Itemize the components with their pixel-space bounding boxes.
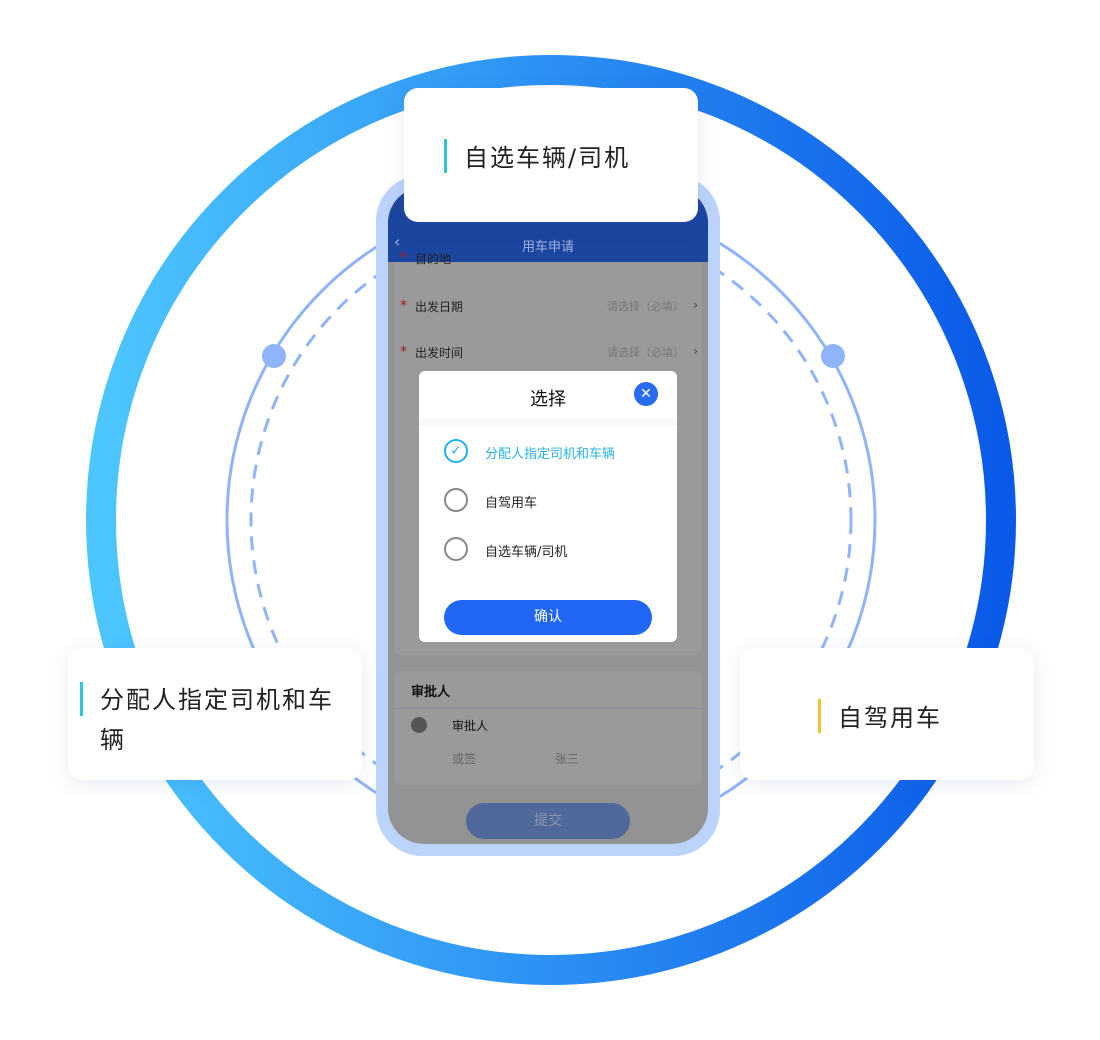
field-label: 出发日期 — [415, 300, 464, 314]
field-time[interactable]: *出发时间请选择（必填）› — [400, 344, 698, 360]
ring-dot — [262, 344, 286, 368]
app-title: 用车申请 — [521, 240, 574, 255]
check-circle-icon: ✓ — [444, 439, 468, 463]
approver-section-title: 审批人 — [411, 685, 451, 700]
card-label: 自驾用车 — [838, 704, 942, 732]
option-label: 自驾用车 — [485, 496, 538, 511]
approval-mode: 或签 — [452, 752, 477, 766]
modal-title: 选择 — [530, 389, 566, 410]
accent-bar — [444, 139, 447, 173]
option-label: 分配人指定司机和车辆 — [485, 447, 616, 462]
outer-ring — [86, 55, 1016, 985]
option-label: 自选车辆/司机 — [485, 545, 568, 560]
ring-dot — [821, 344, 845, 368]
divider — [419, 418, 677, 426]
accent-bar — [818, 699, 821, 733]
field-label: 出发时间 — [415, 346, 464, 360]
option-self-select[interactable]: 自选车辆/司机 — [444, 537, 664, 563]
feature-card-assigned: 分配人指定司机和车辆 — [68, 648, 362, 780]
field-placeholder: 请选择（必填） — [607, 346, 684, 359]
user-icon — [411, 717, 427, 733]
radio-icon — [444, 537, 468, 561]
close-icon[interactable]: ✕ — [634, 382, 658, 406]
accent-bar — [80, 682, 83, 716]
submit-button[interactable]: 提交 — [466, 803, 630, 839]
field-label: 目的地 — [415, 252, 452, 266]
feature-card-self-drive: 自驾用车 — [740, 648, 1034, 780]
chevron-right-icon: › — [693, 344, 698, 358]
approver-card: 审批人 审批人 或签 张三 — [394, 671, 702, 785]
feature-card-self-select: 自选车辆/司机 — [404, 88, 698, 222]
back-icon[interactable]: ‹ — [394, 232, 401, 251]
dashed-ring — [249, 218, 853, 822]
field-destination[interactable]: *目的地 — [400, 250, 452, 266]
radio-icon — [444, 488, 468, 512]
field-placeholder: 请选择（必填） — [607, 300, 684, 313]
confirm-button[interactable]: 确认 — [444, 600, 652, 635]
select-modal: 选择 ✕ ✓ 分配人指定司机和车辆 自驾用车 自选车辆/司机 确认 — [419, 371, 677, 642]
field-date[interactable]: *出发日期请选择（必填）› — [400, 298, 698, 314]
option-self-drive[interactable]: 自驾用车 — [444, 488, 664, 514]
card-label: 分配人指定司机和车辆 — [100, 686, 334, 754]
chevron-right-icon: › — [693, 298, 698, 312]
approver-role: 审批人 — [452, 719, 489, 733]
approver-name[interactable]: 张三 — [555, 752, 580, 766]
card-label: 自选车辆/司机 — [464, 144, 631, 172]
divider — [394, 708, 702, 709]
option-assigned[interactable]: ✓ 分配人指定司机和车辆 — [444, 439, 664, 465]
